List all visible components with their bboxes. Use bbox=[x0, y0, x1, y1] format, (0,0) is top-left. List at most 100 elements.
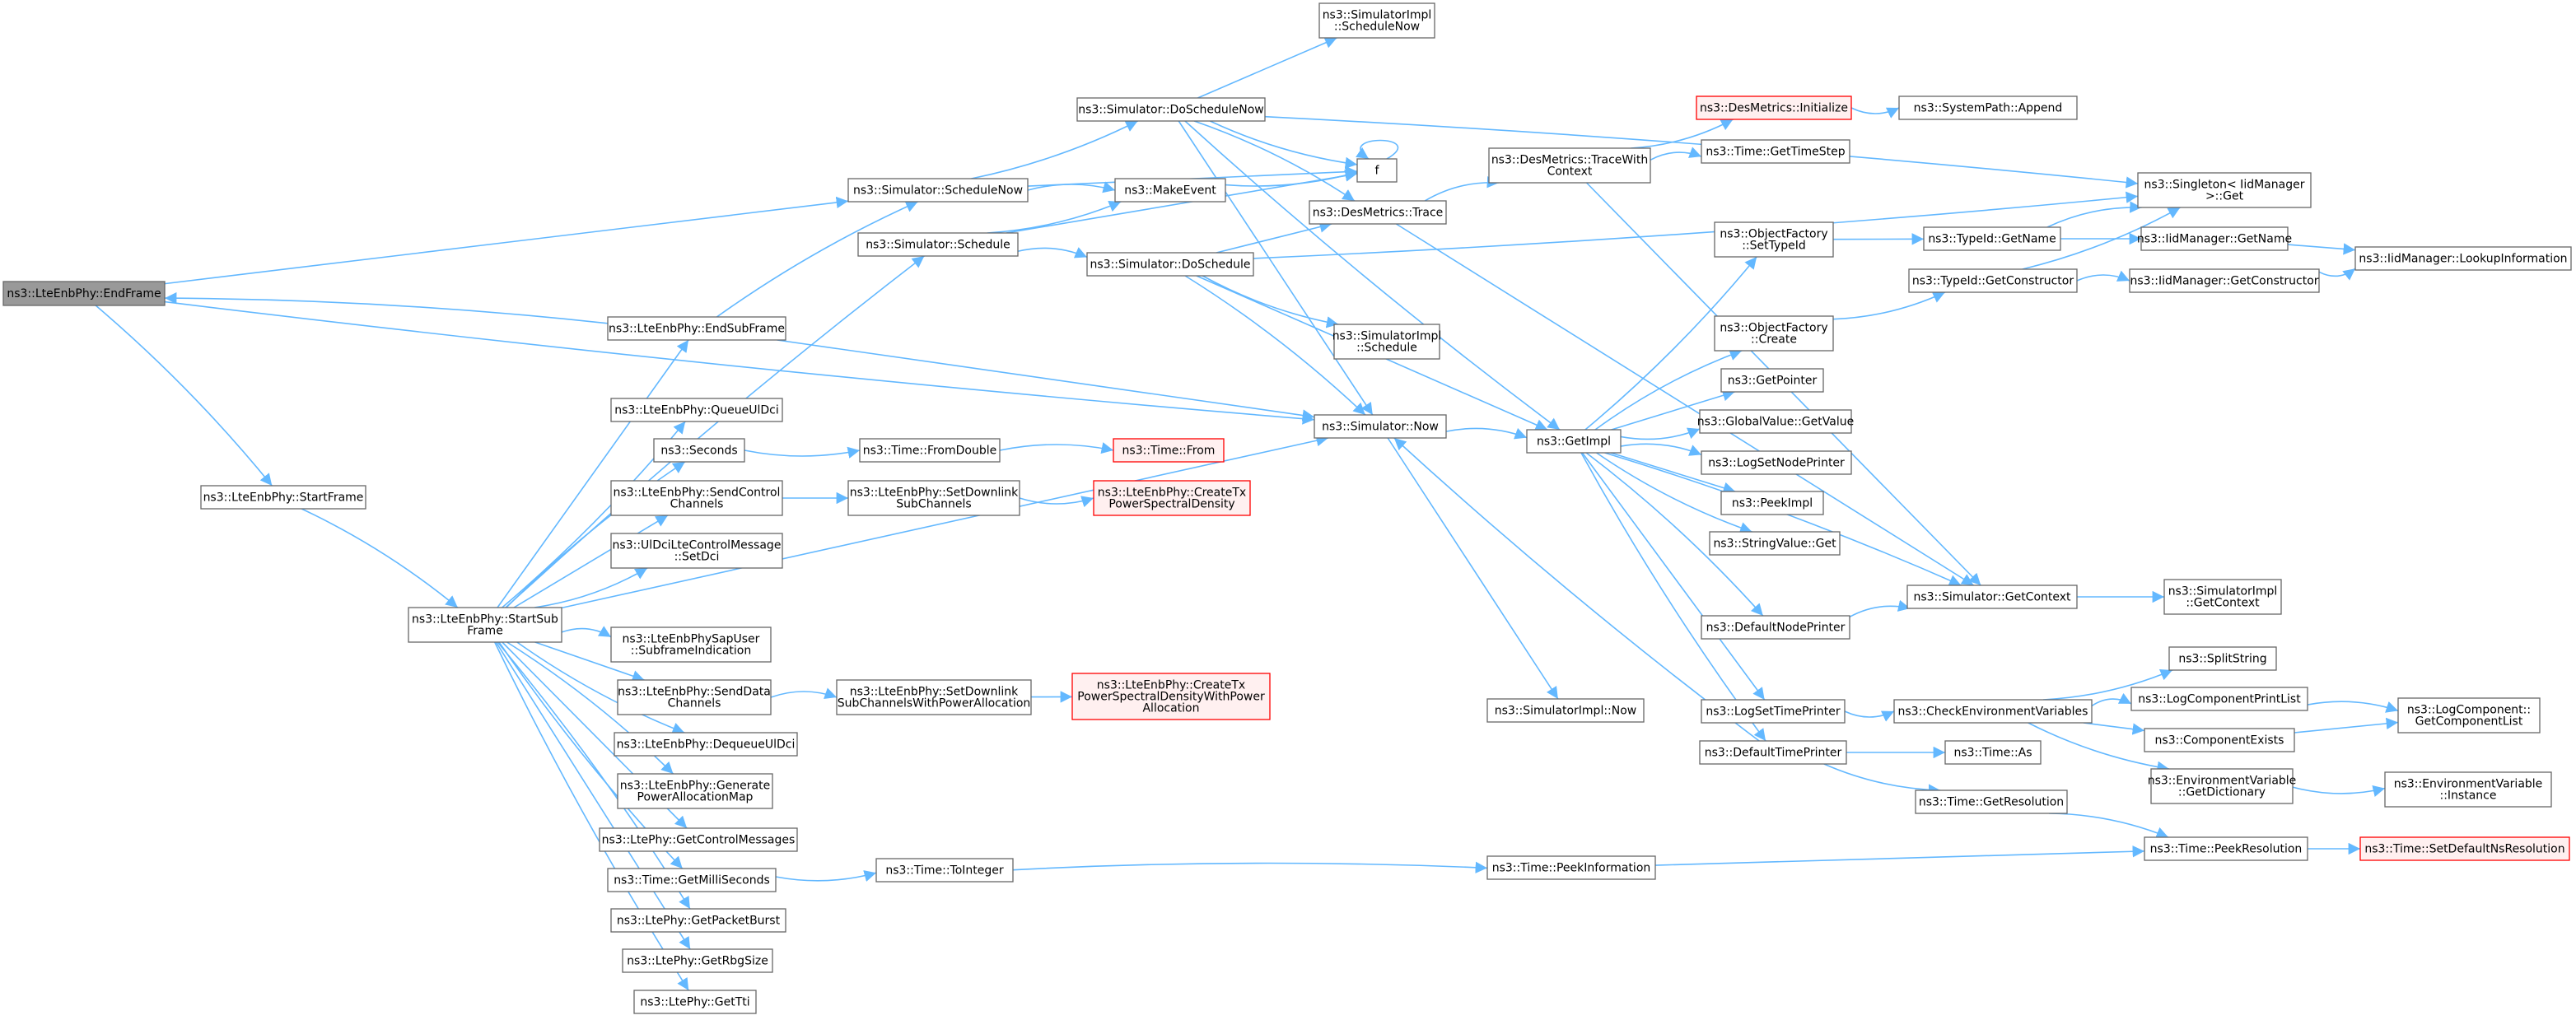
node-label: ns3::LteEnbPhy::DequeueUlDci bbox=[617, 738, 796, 751]
node-settypeid[interactable]: ns3::ObjectFactory::SetTypeId bbox=[1715, 222, 1833, 257]
node-desinit[interactable]: ns3::DesMetrics::Initialize bbox=[1696, 96, 1851, 119]
node-getctrlmsgs[interactable]: ns3::LtePhy::GetControlMessages bbox=[600, 828, 797, 851]
node-gettimestep[interactable]: ns3::Time::GetTimeStep bbox=[1701, 140, 1850, 163]
edge-compexists-to-getcomplist bbox=[2294, 723, 2398, 733]
node-timefrom[interactable]: ns3::Time::From bbox=[1113, 439, 1224, 462]
node-peekresolution[interactable]: ns3::Time::PeekResolution bbox=[2144, 837, 2308, 860]
node-checkenv[interactable]: ns3::CheckEnvironmentVariables bbox=[1894, 700, 2092, 723]
node-getresolution[interactable]: ns3::Time::GetResolution bbox=[1916, 790, 2067, 813]
node-label: ns3::DefaultNodePrinter bbox=[1706, 621, 1846, 634]
edge-schedulenow-to-doschedulenow bbox=[971, 121, 1137, 179]
node-tointeger[interactable]: ns3::Time::ToInteger bbox=[876, 859, 1013, 882]
node-label: ::Create bbox=[1751, 333, 1797, 346]
node-doschedule[interactable]: ns3::Simulator::DoSchedule bbox=[1087, 253, 1253, 276]
node-simimpl_schednow[interactable]: ns3::SimulatorImpl::ScheduleNow bbox=[1319, 3, 1435, 38]
node-typeidgetname[interactable]: ns3::TypeId::GetName bbox=[1924, 227, 2060, 250]
node-splitstring[interactable]: ns3::SplitString bbox=[2169, 647, 2276, 670]
node-doschedulenow[interactable]: ns3::Simulator::DoScheduleNow bbox=[1077, 98, 1265, 121]
edge-f-to-f bbox=[1360, 141, 1398, 160]
node-label: ns3::Simulator::DoSchedule bbox=[1090, 258, 1251, 271]
node-label: ns3::TypeId::GetConstructor bbox=[1912, 274, 2074, 287]
edge-checkenv-to-compexists bbox=[2084, 723, 2144, 730]
node-seconds[interactable]: ns3::Seconds bbox=[654, 439, 744, 462]
node-endframe[interactable]: ns3::LteEnbPhy::EndFrame bbox=[3, 282, 165, 305]
edge-endsubframe-to-endframe bbox=[165, 298, 608, 324]
node-label: ns3::DesMetrics::Initialize bbox=[1700, 101, 1848, 114]
node-makeevent[interactable]: ns3::MakeEvent bbox=[1115, 179, 1225, 202]
edge-getimpl-to-gvgetvalue bbox=[1621, 429, 1700, 439]
node-label: ns3::Time::SetDefaultNsResolution bbox=[2364, 842, 2564, 855]
node-endsubframe[interactable]: ns3::LteEnbPhy::EndSubFrame bbox=[608, 317, 786, 340]
node-singletonget[interactable]: ns3::Singleton< IidManager>::Get bbox=[2138, 173, 2311, 207]
node-getpointer[interactable]: ns3::GetPointer bbox=[1721, 369, 1823, 392]
edge-doschedule-to-destrace bbox=[1216, 224, 1332, 253]
edge-endframe-to-startframe bbox=[96, 305, 272, 486]
node-simgetcontext[interactable]: ns3::Simulator::GetContext bbox=[1907, 585, 2077, 608]
node-simnow[interactable]: ns3::Simulator::Now bbox=[1314, 415, 1446, 438]
node-createtxpsd[interactable]: ns3::LteEnbPhy::CreateTxPowerSpectralDen… bbox=[1094, 481, 1250, 515]
node-getpacketburst[interactable]: ns3::LtePhy::GetPacketBurst bbox=[611, 909, 786, 932]
node-setdci[interactable]: ns3::UlDciLteControlMessage::SetDci bbox=[611, 533, 782, 568]
node-gettti[interactable]: ns3::LtePhy::GetTti bbox=[634, 990, 756, 1013]
edge-fromdouble-to-timefrom bbox=[1000, 445, 1113, 450]
node-envgetdict[interactable]: ns3::EnvironmentVariable::GetDictionary bbox=[2148, 769, 2297, 803]
node-schedule[interactable]: ns3::Simulator::Schedule bbox=[858, 233, 1018, 256]
node-stringvalueget[interactable]: ns3::StringValue::Get bbox=[1710, 532, 1840, 555]
node-simimpl_sched[interactable]: ns3::SimulatorImpl::Schedule bbox=[1332, 324, 1442, 359]
node-iidgetname[interactable]: ns3::IidManager::GetName bbox=[2137, 227, 2292, 250]
node-getimpl[interactable]: ns3::GetImpl bbox=[1527, 430, 1621, 453]
node-startframe[interactable]: ns3::LteEnbPhy::StartFrame bbox=[201, 486, 366, 509]
node-logsettimeprinter[interactable]: ns3::LogSetTimePrinter bbox=[1701, 700, 1845, 723]
node-label: ns3::DesMetrics::Trace bbox=[1313, 206, 1444, 219]
node-logcompprintlist[interactable]: ns3::LogComponentPrintList bbox=[2131, 687, 2308, 710]
node-getcomplist[interactable]: ns3::LogComponent::GetComponentList bbox=[2398, 698, 2540, 733]
node-setdefaultns[interactable]: ns3::Time::SetDefaultNsResolution bbox=[2360, 837, 2569, 860]
node-timeas[interactable]: ns3::Time::As bbox=[1945, 741, 2041, 764]
edge-doschedulenow-to-f bbox=[1210, 121, 1357, 165]
node-defaulttimeprinter[interactable]: ns3::DefaultTimePrinter bbox=[1700, 741, 1846, 764]
node-label: ns3::LteEnbPhy::QueueUlDci bbox=[614, 403, 779, 417]
node-iidgetctor[interactable]: ns3::IidManager::GetConstructor bbox=[2130, 269, 2319, 292]
node-iidlookup[interactable]: ns3::IidManager::LookupInformation bbox=[2355, 247, 2571, 270]
node-getmilli[interactable]: ns3::Time::GetMilliSeconds bbox=[608, 869, 776, 892]
node-schedulenow[interactable]: ns3::Simulator::ScheduleNow bbox=[848, 179, 1028, 202]
node-createtxpsdpa[interactable]: ns3::LteEnbPhy::CreateTxPowerSpectralDen… bbox=[1072, 673, 1270, 720]
node-label: SubChannelsWithPowerAllocation bbox=[838, 696, 1031, 710]
node-envinstance[interactable]: ns3::EnvironmentVariable::Instance bbox=[2385, 772, 2551, 807]
node-label: ns3::PeekImpl bbox=[1732, 496, 1813, 510]
edge-destrace-to-simgetcontext bbox=[1396, 224, 1973, 585]
node-getrbgsize[interactable]: ns3::LtePhy::GetRbgSize bbox=[623, 949, 772, 972]
node-gvgetvalue[interactable]: ns3::GlobalValue::GetValue bbox=[1697, 410, 1854, 433]
node-dequeueuldci[interactable]: ns3::LteEnbPhy::DequeueUlDci bbox=[614, 733, 797, 756]
edge-logcompprintlist-to-getcomplist bbox=[2308, 701, 2398, 710]
node-defaultnodeprinter[interactable]: ns3::DefaultNodePrinter bbox=[1701, 616, 1850, 639]
node-typeidgetctor[interactable]: ns3::TypeId::GetConstructor bbox=[1909, 269, 2077, 292]
node-queueuldci[interactable]: ns3::LteEnbPhy::QueueUlDci bbox=[611, 398, 782, 422]
edge-getimpl-to-logsetnodeprinter bbox=[1621, 444, 1701, 454]
node-simimpl_getctx[interactable]: ns3::SimulatorImpl::GetContext bbox=[2164, 580, 2281, 614]
node-destrace[interactable]: ns3::DesMetrics::Trace bbox=[1309, 201, 1446, 224]
node-peekimpl[interactable]: ns3::PeekImpl bbox=[1721, 491, 1823, 515]
node-label: ns3::SystemPath::Append bbox=[1914, 101, 2063, 114]
edge-startsubframe-to-subframeind bbox=[562, 629, 611, 637]
node-fromdouble[interactable]: ns3::Time::FromDouble bbox=[860, 439, 1000, 462]
node-setdlsubpa[interactable]: ns3::LteEnbPhy::SetDownlinkSubChannelsWi… bbox=[837, 680, 1031, 715]
node-simimpl_now[interactable]: ns3::SimulatorImpl::Now bbox=[1487, 699, 1644, 722]
node-compexists[interactable]: ns3::ComponentExists bbox=[2144, 729, 2294, 752]
node-systempathappend[interactable]: ns3::SystemPath::Append bbox=[1899, 96, 2077, 119]
node-label: ns3::IidManager::GetName bbox=[2137, 232, 2292, 245]
node-logsetnodeprinter[interactable]: ns3::LogSetNodePrinter bbox=[1701, 451, 1851, 474]
node-ofcreate[interactable]: ns3::ObjectFactory::Create bbox=[1715, 316, 1833, 351]
node-subframeind[interactable]: ns3::LteEnbPhySapUser::SubframeIndicatio… bbox=[611, 627, 771, 662]
edge-destrace-to-tracewithctx bbox=[1425, 183, 1499, 201]
edge-endframe-to-schedulenow bbox=[165, 201, 848, 283]
node-peekinfo[interactable]: ns3::Time::PeekInformation bbox=[1487, 856, 1655, 879]
node-f[interactable]: f bbox=[1357, 159, 1397, 182]
edge-seconds-to-fromdouble bbox=[744, 450, 860, 456]
node-genpower[interactable]: ns3::LteEnbPhy::GeneratePowerAllocationM… bbox=[618, 774, 772, 808]
